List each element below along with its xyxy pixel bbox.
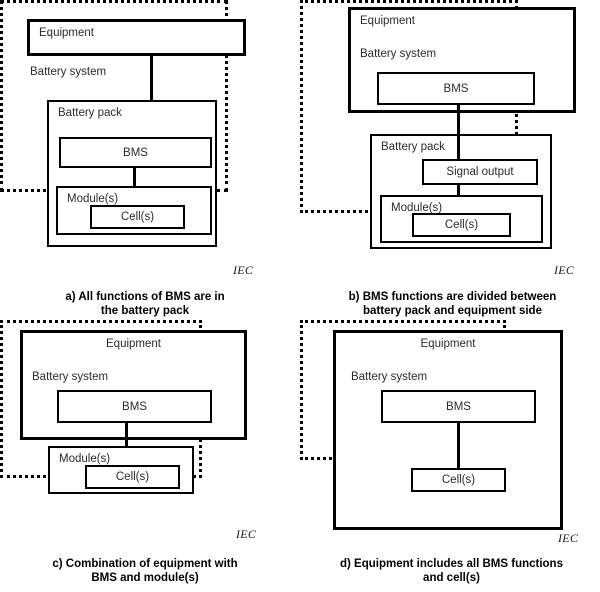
panel-b-battery-system-label: Battery system — [360, 48, 437, 60]
panel-a-caption-line2: the battery pack — [100, 305, 190, 317]
panel-c-caption: c) Combination of equipment with BMS and… — [20, 557, 270, 585]
panel-d-cells-box: Cell(s) — [411, 468, 506, 492]
panel-a-bms-box: BMS — [59, 137, 212, 168]
panel-b-equipment-label: Equipment — [360, 15, 415, 27]
panel-c-iec-mark: IEC — [236, 527, 257, 541]
panel-d-caption: d) Equipment includes all BMS functions … — [314, 557, 589, 585]
panel-b-caption-line1: b) BMS functions are divided between — [348, 291, 557, 303]
panel-b-modules-label: Module(s) — [391, 202, 443, 214]
panel-a-cells-box: Cell(s) — [90, 205, 185, 229]
panel-b-battery-pack-label: Battery pack — [381, 141, 445, 153]
panel-b-equipment-box: Equipment Battery system — [348, 7, 576, 113]
panel-b-iec-mark: IEC — [554, 263, 575, 277]
panel-b: Equipment Battery system BMS Battery pac… — [300, 0, 600, 320]
panel-a-modules-label: Module(s) — [67, 193, 119, 205]
panel-a-caption-line1: a) All functions of BMS are in — [65, 291, 225, 303]
panel-c: Equipment Battery system BMS Module(s) C… — [0, 320, 300, 592]
panel-a: Equipment Battery system Battery pack BM… — [0, 0, 300, 320]
panel-b-signal-output-box: Signal output — [422, 159, 538, 185]
panel-d-connector-bms-cells — [457, 421, 460, 473]
panel-b-bms-label: BMS — [443, 82, 469, 95]
panel-d: Equipment Battery system BMS Cell(s) IEC… — [300, 320, 600, 592]
panel-a-connector-equipment-pack — [150, 55, 153, 105]
panel-c-equipment-label: Equipment — [106, 338, 161, 350]
panel-c-bms-box: BMS — [57, 390, 212, 423]
panel-a-iec-mark: IEC — [233, 263, 254, 277]
panel-c-caption-line1: c) Combination of equipment with — [52, 558, 238, 570]
panel-d-bms-box: BMS — [381, 390, 536, 423]
panel-a-equipment-label: Equipment — [39, 27, 94, 39]
panel-d-battery-system-label: Battery system — [351, 371, 428, 383]
panel-c-caption-line2: BMS and module(s) — [91, 572, 199, 584]
panel-b-caption: b) BMS functions are divided between bat… — [320, 290, 585, 318]
panel-c-equipment-box: Equipment Battery system — [20, 330, 247, 440]
panel-c-bms-label: BMS — [122, 400, 147, 413]
panel-a-equipment-box: Equipment — [27, 19, 246, 56]
panel-d-bms-label: BMS — [446, 400, 471, 413]
panel-c-cells-box: Cell(s) — [85, 465, 180, 489]
panel-a-bms-label: BMS — [123, 146, 148, 159]
panel-d-equipment-box: Equipment Battery system — [333, 330, 563, 530]
panel-c-connector-bms-module — [125, 421, 128, 449]
panel-d-caption-line2: and cell(s) — [423, 572, 480, 584]
panel-a-caption: a) All functions of BMS are in the batte… — [20, 290, 270, 318]
panel-d-equipment-label: Equipment — [420, 338, 476, 350]
panel-a-connector-bms-module — [133, 166, 136, 188]
panel-c-battery-system-label: Battery system — [32, 371, 109, 383]
panel-b-cells-box: Cell(s) — [412, 213, 511, 237]
panel-b-bms-box: BMS — [377, 72, 535, 105]
panel-b-signal-output-label: Signal output — [446, 166, 514, 178]
panel-d-caption-line1: d) Equipment includes all BMS functions — [340, 558, 563, 570]
panel-b-caption-line2: battery pack and equipment side — [363, 305, 542, 317]
panel-c-modules-label: Module(s) — [59, 453, 111, 465]
panel-a-cells-label: Cell(s) — [120, 211, 155, 223]
panel-b-connector-bms-signal — [457, 103, 460, 161]
panel-b-cells-label: Cell(s) — [444, 219, 479, 231]
panel-d-cells-label: Cell(s) — [441, 474, 476, 486]
panel-a-battery-pack-label: Battery pack — [58, 107, 122, 119]
panel-c-cells-label: Cell(s) — [115, 471, 150, 483]
panel-a-battery-system-label: Battery system — [30, 66, 107, 78]
panel-d-iec-mark: IEC — [558, 531, 579, 545]
panel-b-connector-signal-module — [457, 183, 460, 197]
